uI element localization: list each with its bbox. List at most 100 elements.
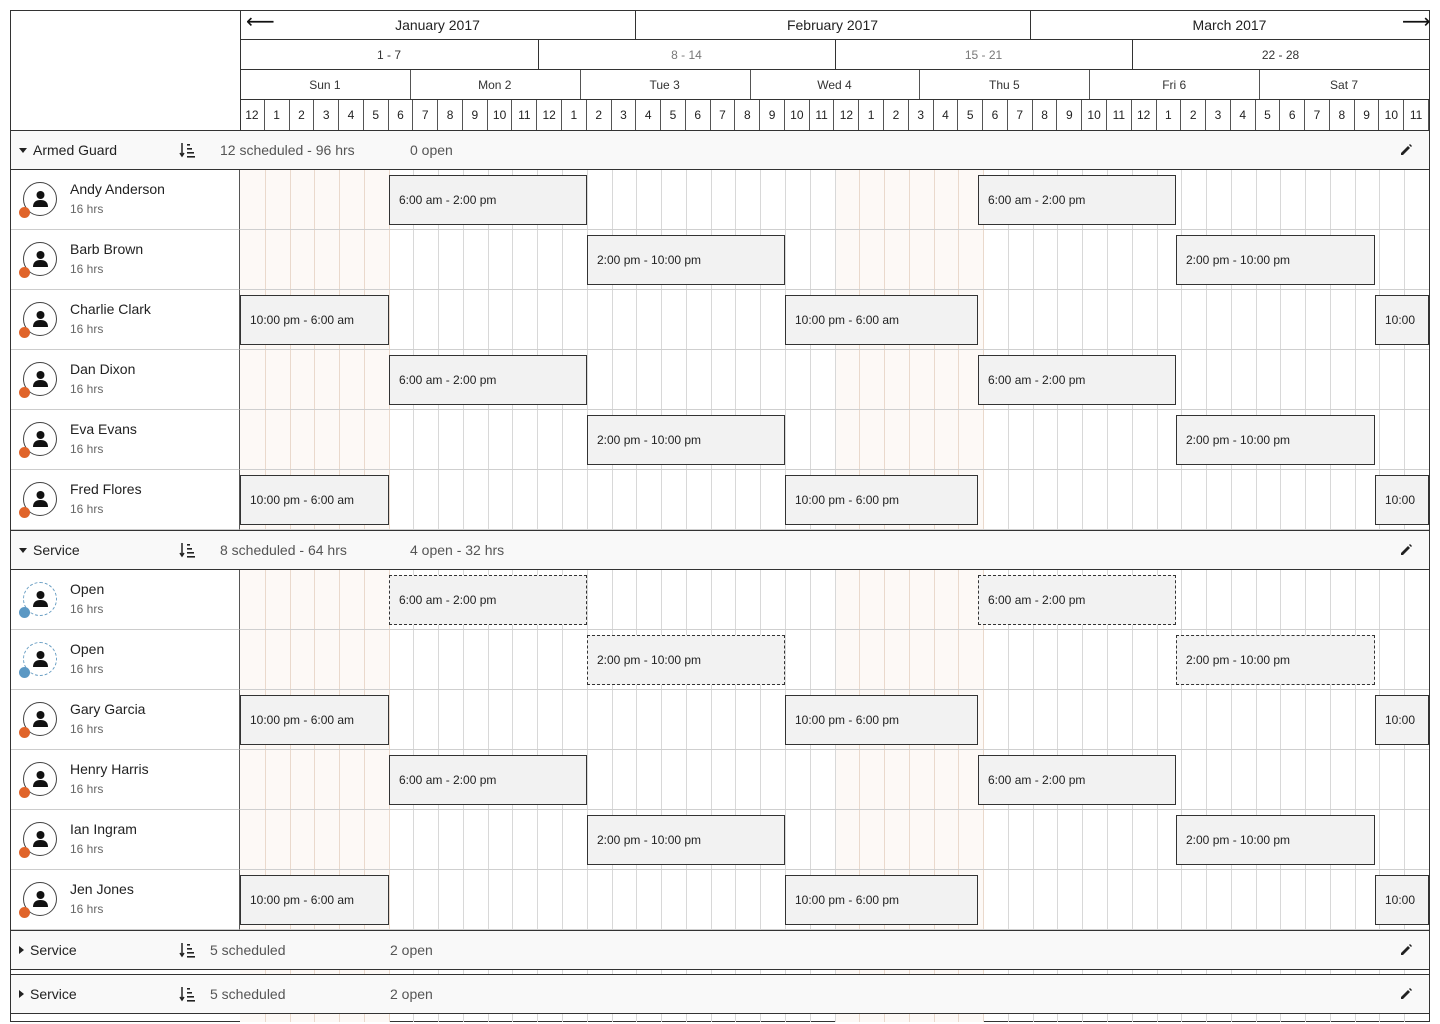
- shift-block[interactable]: 10:00: [1375, 695, 1429, 745]
- arrow-right-icon[interactable]: ⟶: [1402, 11, 1431, 33]
- employee-name[interactable]: Eva Evans: [70, 421, 137, 437]
- open-shift-block[interactable]: 6:00 am - 2:00 pm: [389, 575, 587, 625]
- day-label: Wed 4: [817, 77, 852, 92]
- employee-row[interactable]: Eva Evans 16 hrs: [11, 410, 240, 470]
- shift-block[interactable]: 10:00 pm - 6:00 am: [240, 475, 389, 525]
- pencil-icon[interactable]: [1399, 987, 1413, 1001]
- hour-label: 7: [711, 100, 736, 130]
- employee-name[interactable]: Gary Garcia: [70, 701, 146, 717]
- shift-block[interactable]: 10:00 pm - 6:00 pm: [785, 875, 978, 925]
- shift-block[interactable]: 10:00 pm - 6:00 am: [240, 695, 389, 745]
- group-name[interactable]: Service: [19, 531, 80, 569]
- avatar[interactable]: [23, 482, 57, 516]
- person-icon: [33, 651, 48, 667]
- shift-block[interactable]: 6:00 am - 2:00 pm: [978, 355, 1176, 405]
- caret-down-icon[interactable]: [19, 147, 27, 153]
- employee-name[interactable]: Henry Harris: [70, 761, 149, 777]
- hour-label: 7: [1008, 100, 1033, 130]
- arrow-left-icon[interactable]: ⟵: [246, 11, 275, 33]
- group-name[interactable]: Service: [19, 931, 77, 969]
- shift-block[interactable]: 10:00 pm - 6:00 pm: [785, 695, 978, 745]
- shift-block[interactable]: 10:00 pm - 6:00 am: [240, 295, 389, 345]
- employee-name[interactable]: Jen Jones: [70, 881, 134, 897]
- sort-icon[interactable]: [179, 142, 195, 158]
- shift-block[interactable]: 2:00 pm - 10:00 pm: [1176, 415, 1375, 465]
- shift-block[interactable]: 6:00 am - 2:00 pm: [389, 175, 587, 225]
- group-name[interactable]: Service: [19, 975, 77, 1013]
- shift-block[interactable]: 10:00 pm - 6:00 am: [785, 295, 978, 345]
- employee-name[interactable]: Dan Dixon: [70, 361, 136, 377]
- pencil-icon[interactable]: [1399, 543, 1413, 557]
- shift-block[interactable]: 6:00 am - 2:00 pm: [978, 755, 1176, 805]
- week-label[interactable]: 8 - 14: [671, 47, 702, 62]
- sort-icon[interactable]: [179, 542, 195, 558]
- avatar[interactable]: [23, 702, 57, 736]
- caret-right-icon[interactable]: [19, 990, 24, 998]
- shift-block[interactable]: 2:00 pm - 10:00 pm: [587, 415, 785, 465]
- employee-name[interactable]: Open: [70, 641, 105, 657]
- shift-block[interactable]: 2:00 pm - 10:00 pm: [587, 815, 785, 865]
- employee-name[interactable]: Open: [70, 581, 105, 597]
- sort-icon[interactable]: [179, 986, 195, 1002]
- shift-block[interactable]: 2:00 pm - 10:00 pm: [1176, 815, 1375, 865]
- avatar[interactable]: [23, 302, 57, 336]
- week-label[interactable]: 15 - 21: [964, 47, 1003, 62]
- employee-name[interactable]: Fred Flores: [70, 481, 142, 497]
- shift-block[interactable]: 6:00 am - 2:00 pm: [978, 175, 1176, 225]
- shift-block[interactable]: 2:00 pm - 10:00 pm: [1176, 235, 1375, 285]
- open-shift-block[interactable]: 6:00 am - 2:00 pm: [978, 575, 1176, 625]
- shift-block[interactable]: 10:00: [1375, 475, 1429, 525]
- shift-block[interactable]: 2:00 pm - 10:00 pm: [587, 235, 785, 285]
- hour-grid-line: [760, 130, 761, 1022]
- employee-name[interactable]: Andy Anderson: [70, 181, 165, 197]
- shift-block[interactable]: 6:00 am - 2:00 pm: [389, 355, 587, 405]
- hour-grid-line: [1181, 130, 1182, 1022]
- open-shift-block[interactable]: 2:00 pm - 10:00 pm: [587, 635, 785, 685]
- pencil-icon[interactable]: [1399, 143, 1413, 157]
- employee-name[interactable]: Ian Ingram: [70, 821, 137, 837]
- avatar[interactable]: [23, 182, 57, 216]
- person-icon: [33, 591, 48, 607]
- employee-hours: 16 hrs: [70, 902, 104, 916]
- employee-name[interactable]: Charlie Clark: [70, 301, 151, 317]
- hour-label: 10: [1379, 100, 1405, 130]
- sort-icon[interactable]: [179, 942, 195, 958]
- employee-name[interactable]: Barb Brown: [70, 241, 144, 257]
- shift-block[interactable]: 10:00: [1375, 875, 1429, 925]
- row-divider: [240, 529, 1429, 530]
- open-shift-block[interactable]: 2:00 pm - 10:00 pm: [1176, 635, 1375, 685]
- hour-label: 1: [265, 100, 290, 130]
- shift-block[interactable]: 10:00 pm - 6:00 am: [240, 875, 389, 925]
- caret-right-icon[interactable]: [19, 946, 24, 954]
- caret-down-icon[interactable]: [19, 547, 27, 553]
- hour-grid-line: [835, 130, 836, 1022]
- pencil-icon[interactable]: [1399, 943, 1413, 957]
- week-label[interactable]: 1 - 7: [376, 47, 401, 62]
- hour-label: 5: [958, 100, 984, 130]
- shift-block[interactable]: 10:00 pm - 6:00 pm: [785, 475, 978, 525]
- hour-grid-line: [735, 130, 736, 1022]
- shift-block[interactable]: 10:00: [1375, 295, 1429, 345]
- employee-hours: 16 hrs: [70, 442, 104, 456]
- shift-block[interactable]: 6:00 am - 2:00 pm: [389, 755, 587, 805]
- hour-label: 10: [1082, 100, 1107, 130]
- group-name[interactable]: Armed Guard: [19, 131, 117, 169]
- employee-row[interactable]: Jen Jones 16 hrs: [11, 870, 240, 930]
- week-label[interactable]: 22 - 28: [1261, 47, 1300, 62]
- person-icon: [33, 831, 48, 847]
- night-shade: [240, 130, 265, 1022]
